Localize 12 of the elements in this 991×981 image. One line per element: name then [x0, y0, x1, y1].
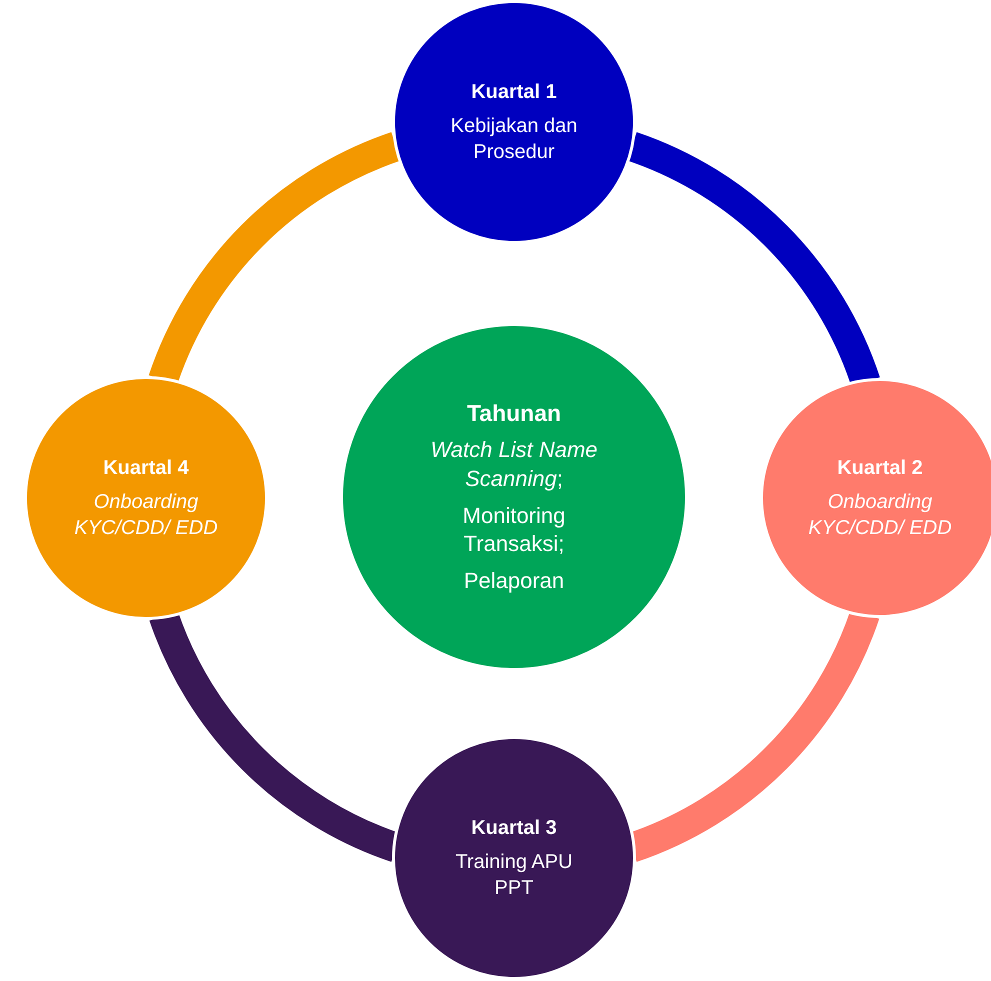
node-text: Onboarding KYC/CDD/ EDD — [73, 490, 219, 541]
node-heading: Kuartal 4 — [103, 456, 189, 481]
node-text: Training APU PPT — [454, 850, 574, 901]
node-text: Pelaporan — [464, 566, 564, 595]
node-heading: Kuartal 1 — [471, 80, 557, 105]
node-heading: Kuartal 3 — [471, 816, 557, 841]
node-text: Kebijakan dan Prosedur — [450, 114, 578, 165]
node-text: Onboarding KYC/CDD/ EDD — [807, 490, 953, 541]
node-heading: Kuartal 2 — [837, 456, 923, 481]
node-text: Watch List Name Scanning; — [429, 436, 599, 494]
node-heading: Tahunan — [466, 398, 562, 428]
node-text: Monitoring Transaksi; — [462, 502, 566, 558]
